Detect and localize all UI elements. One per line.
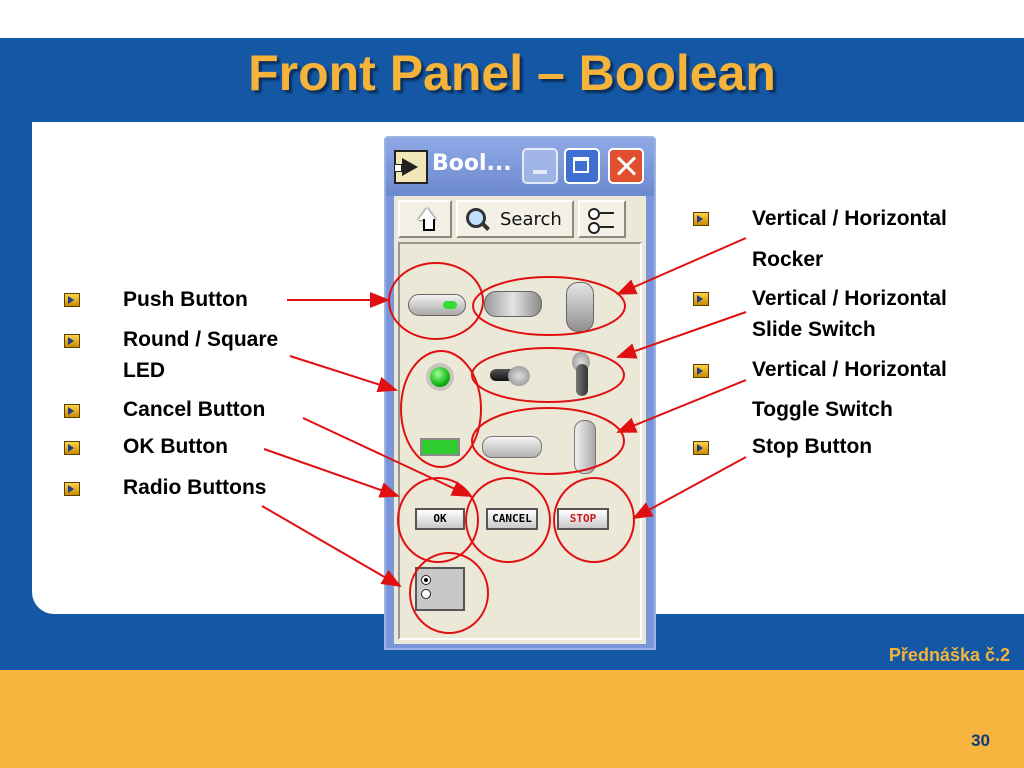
view-options-icon-dot [588,222,600,234]
horizontal-slide-switch-control[interactable] [482,436,542,458]
vertical-toggle-switch-control[interactable] [570,352,596,400]
round-led-control[interactable] [430,367,450,387]
slide-title: Front Panel – Boolean [248,45,776,101]
bullet-icon [693,441,709,455]
bullet-push-button: Push Button [123,288,248,311]
bullet-radio-buttons: Radio Buttons [123,476,267,499]
bullet-icon [64,334,80,348]
bullet-icon [64,482,80,496]
bullet-icon [693,292,709,306]
maximize-button[interactable] [564,148,600,184]
horizontal-toggle-switch-control[interactable] [490,364,532,386]
search-button[interactable]: Search [456,200,574,238]
labview-app-icon[interactable] [394,150,428,184]
slide-footer [0,670,1024,768]
lecture-label: Přednáška č.2 [888,645,1010,665]
window-title: Bool... [432,151,512,176]
toggle-base [508,366,530,386]
bullet-icon [693,212,709,226]
search-label: Search [500,209,562,230]
radio-option[interactable] [421,589,431,599]
window-titlebar[interactable]: Bool... [386,138,654,196]
push-button-control[interactable] [408,294,466,316]
push-button-light [443,301,457,309]
bullet-icon [64,404,80,418]
page-number: 30 [971,731,990,750]
horizontal-rocker-control[interactable] [484,291,542,317]
ok-button-control[interactable]: OK [415,508,465,530]
bullet-icon [693,364,709,378]
view-options-icon-line [600,226,614,228]
bullet-round-square-led: Round / Square [123,328,279,351]
square-led-control[interactable] [420,438,460,456]
cancel-button-control[interactable]: CANCEL [486,508,538,530]
view-options-icon-line [600,212,614,214]
bullet-slide-switch: Vertical / Horizontal [752,287,947,310]
bullet-rocker-continuation: Rocker [752,248,824,271]
close-button[interactable] [608,148,644,184]
up-arrow-button[interactable] [398,200,452,238]
bullet-rocker: Vertical / Horizontal [752,207,947,230]
bullet-stop-button: Stop Button [752,435,873,458]
view-options-button[interactable] [578,200,626,238]
radio-buttons-control[interactable] [415,567,465,611]
bullet-slide-switch-continuation: Slide Switch [752,318,876,341]
bullet-ok-button: OK Button [123,435,228,458]
radio-option-selected[interactable] [421,575,431,585]
bullet-toggle-switch: Vertical / Horizontal [752,358,947,381]
bullet-toggle-switch-continuation: Toggle Switch [752,398,893,421]
vertical-slide-switch-control[interactable] [574,420,596,474]
search-icon-handle [480,221,490,231]
toggle-lever [576,364,588,396]
bullet-cancel-button: Cancel Button [123,398,266,421]
stop-button-control[interactable]: STOP [557,508,609,530]
vertical-rocker-control[interactable] [566,282,594,332]
bullet-icon [64,293,80,307]
minimize-button[interactable] [522,148,558,184]
bullet-led-continuation: LED [123,359,165,382]
bullet-icon [64,441,80,455]
view-options-icon [588,208,600,220]
